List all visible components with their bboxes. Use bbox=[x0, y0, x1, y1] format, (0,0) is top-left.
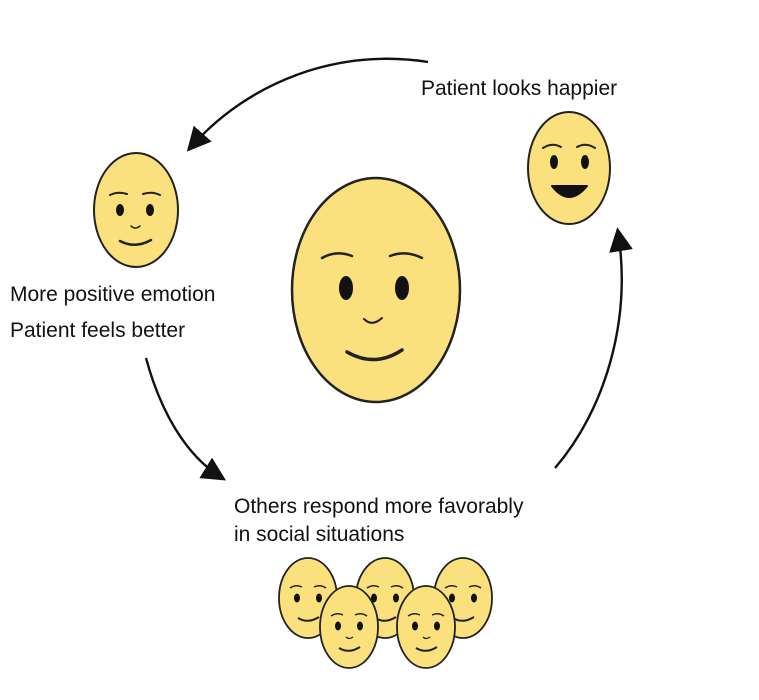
crowd-faces-icon bbox=[278, 557, 493, 669]
label-others-respond-line2: in social situations bbox=[234, 523, 405, 546]
crowd-face-front-right bbox=[396, 585, 456, 669]
arrow-to-positive-emotion bbox=[186, 57, 429, 152]
label-more-positive-emotion: More positive emotion bbox=[10, 283, 216, 306]
label-patient-feels-better: Patient feels better bbox=[10, 319, 186, 342]
label-patient-looks-happier: Patient looks happier bbox=[421, 77, 618, 100]
arrow-to-others-respond bbox=[144, 357, 227, 481]
arrow-to-looks-happier bbox=[554, 227, 633, 469]
crowd-face-front-left bbox=[319, 585, 379, 669]
happy-face-icon bbox=[527, 111, 611, 225]
center-face-icon bbox=[290, 176, 462, 404]
content-face-icon bbox=[93, 152, 179, 268]
label-others-respond-line1: Others respond more favorably bbox=[234, 495, 524, 518]
